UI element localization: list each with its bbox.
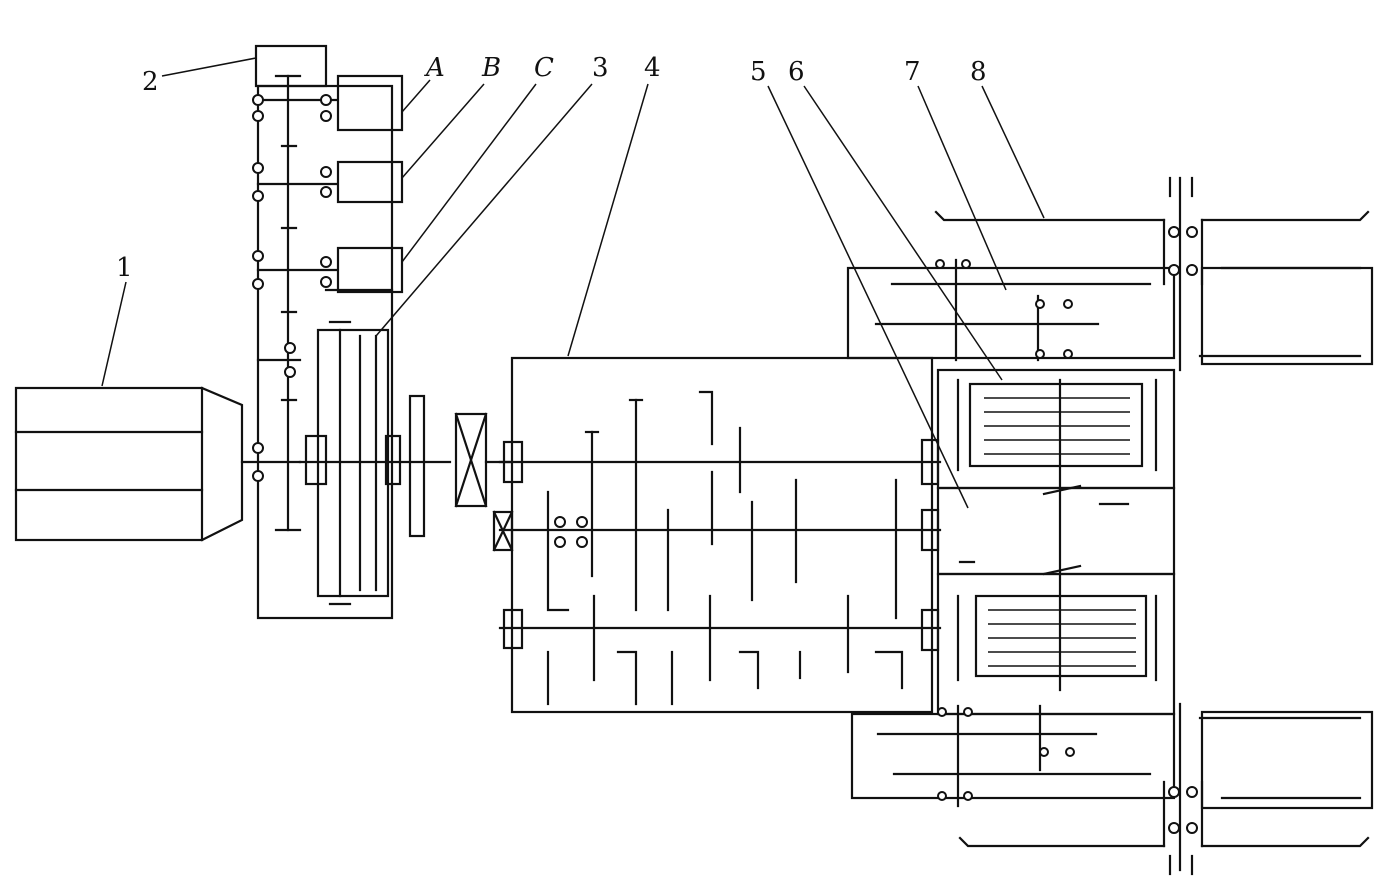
label-motor: 1 (116, 253, 133, 283)
pump-c (336, 246, 404, 294)
universal-joint (454, 412, 514, 508)
gearbox (492, 356, 942, 714)
label-pump-c: C (534, 53, 554, 83)
label-hydraulic-coupling: 3 (592, 53, 609, 83)
steering-clutch-lower (936, 572, 1176, 716)
label-pump-drive-box: 2 (142, 67, 159, 97)
label-gearbox: 4 (644, 53, 661, 83)
track-wheel-upper (934, 176, 1374, 372)
label-final-drive: 7 (904, 57, 921, 87)
label-pump-a: A (424, 53, 445, 83)
final-drive-upper (846, 258, 1176, 362)
leader-lines (101, 57, 1045, 509)
final-drive-lower (850, 704, 1176, 808)
track-wheel-lower (958, 702, 1374, 876)
label-steering-clutch: 6 (788, 57, 805, 87)
motor (14, 386, 302, 542)
steering-clutch-upper (936, 368, 1176, 490)
pump-a (336, 74, 404, 132)
pump-drive-box (252, 44, 394, 620)
label-track-wheel: 8 (970, 57, 987, 87)
pump-b (336, 160, 404, 204)
label-central-drive: 5 (750, 57, 767, 87)
hydraulic-coupling (298, 320, 452, 606)
label-pump-b: B (481, 53, 501, 83)
